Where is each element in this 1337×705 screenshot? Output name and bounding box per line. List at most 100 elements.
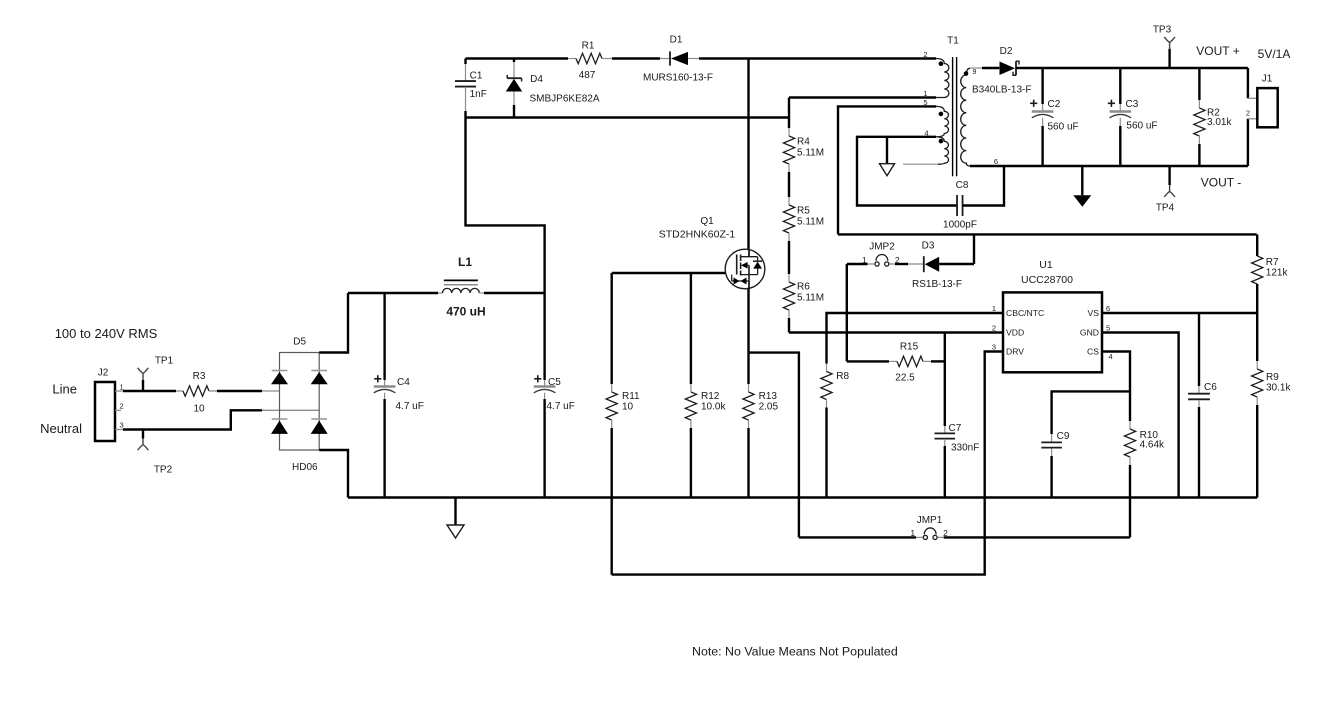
svg-text:2: 2 [120,402,124,411]
svg-text:121k: 121k [1266,268,1289,279]
svg-text:R11: R11 [622,391,640,402]
svg-text:R9: R9 [1266,372,1279,383]
svg-text:B340LB-13-F: B340LB-13-F [972,85,1031,96]
svg-text:C2: C2 [1048,99,1061,110]
svg-text:4: 4 [1109,352,1113,361]
svg-text:4.7 uF: 4.7 uF [396,401,424,412]
svg-text:560 uF: 560 uF [1048,122,1079,133]
svg-text:100 to 240V RMS: 100 to 240V RMS [55,326,158,341]
svg-text:CS: CS [1087,347,1099,357]
svg-text:1nF: 1nF [470,89,487,100]
svg-text:2: 2 [1246,109,1250,118]
svg-text:2: 2 [923,50,927,59]
svg-text:SMBJP6KE82A: SMBJP6KE82A [530,94,600,105]
svg-text:R3: R3 [193,371,206,382]
svg-text:R10: R10 [1140,430,1159,441]
svg-text:3: 3 [992,343,996,352]
svg-text:C5: C5 [548,377,561,388]
svg-text:C7: C7 [949,423,962,434]
svg-text:R12: R12 [701,391,720,402]
svg-text:470 uH: 470 uH [446,305,485,319]
svg-text:HD06: HD06 [292,462,318,473]
svg-text:10.0k: 10.0k [701,402,726,413]
svg-text:D3: D3 [922,241,935,252]
svg-text:5: 5 [923,98,927,107]
svg-text:6: 6 [1106,304,1110,313]
svg-text:C6: C6 [1204,382,1217,393]
svg-text:MURS160-13-F: MURS160-13-F [643,73,713,84]
svg-text:R6: R6 [797,282,810,293]
svg-text:3: 3 [120,421,124,430]
svg-text:10: 10 [622,402,634,413]
svg-text:9: 9 [973,69,977,76]
svg-text:1000pF: 1000pF [943,220,977,231]
svg-text:R15: R15 [900,342,919,353]
svg-text:VS: VS [1088,308,1100,318]
svg-text:VOUT -: VOUT - [1201,176,1241,190]
svg-text:30.1k: 30.1k [1266,383,1291,394]
svg-text:4.64k: 4.64k [1140,439,1165,450]
svg-text:C4: C4 [397,377,410,388]
svg-text:1: 1 [862,255,867,265]
svg-text:R7: R7 [1266,257,1279,268]
svg-text:VOUT +: VOUT + [1196,44,1239,58]
svg-text:J2: J2 [98,368,109,379]
svg-text:1: 1 [923,89,927,98]
svg-text:3.01k: 3.01k [1207,117,1232,128]
svg-text:TP4: TP4 [1156,203,1175,214]
svg-text:L1: L1 [458,255,472,269]
svg-text:CBC/NTC: CBC/NTC [1006,308,1044,318]
svg-text:R1: R1 [582,41,595,52]
svg-text:2.05: 2.05 [759,402,779,413]
svg-text:10: 10 [193,404,205,415]
svg-text:Q1: Q1 [700,216,714,227]
svg-text:1: 1 [992,304,996,313]
svg-text:2: 2 [895,255,900,265]
svg-text:DRV: DRV [1006,347,1024,357]
svg-text:C8: C8 [956,180,969,191]
svg-text:UCC28700: UCC28700 [1021,274,1073,286]
svg-text:6: 6 [994,157,998,166]
svg-text:VDD: VDD [1006,328,1024,338]
svg-text:J1: J1 [1262,74,1273,85]
svg-text:JMP1: JMP1 [917,515,943,526]
svg-text:22.5: 22.5 [895,373,915,384]
svg-text:D5: D5 [293,337,306,348]
svg-text:4.7 uF: 4.7 uF [547,401,575,412]
svg-text:5: 5 [1106,324,1110,333]
svg-text:C1: C1 [470,71,483,82]
svg-text:R4: R4 [797,137,810,148]
svg-text:1: 1 [1246,88,1250,97]
svg-text:T1: T1 [947,36,959,47]
svg-text:5V/1A: 5V/1A [1258,47,1291,61]
svg-text:GND: GND [1080,328,1099,338]
svg-text:Neutral: Neutral [40,421,82,436]
svg-text:5.11M: 5.11M [797,148,824,159]
svg-text:1: 1 [910,528,915,538]
svg-text:R5: R5 [797,206,810,217]
svg-text:560 uF: 560 uF [1126,121,1157,132]
svg-text:RS1B-13-F: RS1B-13-F [912,279,962,290]
svg-text:D2: D2 [1000,46,1013,57]
svg-text:D1: D1 [670,35,683,46]
svg-text:R2: R2 [1207,107,1220,118]
svg-text:1: 1 [120,383,124,392]
svg-text:Line: Line [52,382,77,397]
svg-text:330nF: 330nF [951,443,979,454]
svg-text:TP1: TP1 [155,356,174,367]
svg-text:TP3: TP3 [1153,25,1172,36]
svg-text:2: 2 [992,324,996,333]
svg-text:R8: R8 [836,371,849,382]
svg-text:4: 4 [924,128,928,137]
svg-text:487: 487 [579,70,596,81]
svg-text:C9: C9 [1057,431,1070,442]
svg-text:5.11M: 5.11M [797,217,824,228]
svg-text:U1: U1 [1039,259,1053,271]
svg-text:STD2HNK60Z-1: STD2HNK60Z-1 [659,229,736,241]
svg-text:TP2: TP2 [154,465,173,476]
svg-text:R13: R13 [759,391,778,402]
svg-text:2: 2 [943,528,948,538]
svg-text:C3: C3 [1126,99,1139,110]
svg-text:5.11M: 5.11M [797,293,824,304]
svg-text:Note: No Value Means Not Popul: Note: No Value Means Not Populated [692,645,898,659]
